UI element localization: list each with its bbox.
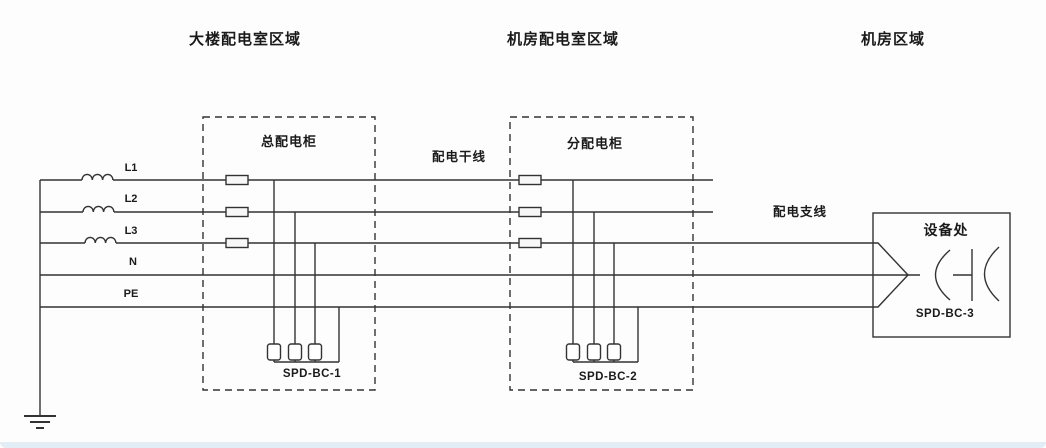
spd-modules-cabinet1 bbox=[266, 343, 323, 361]
fuse-icon bbox=[518, 206, 542, 218]
spd-module-icon bbox=[307, 343, 323, 361]
inductor-icon bbox=[82, 205, 115, 213]
sub-cabinet-title: 分配电柜 bbox=[566, 136, 623, 151]
spd-modules-cabinet2 bbox=[565, 343, 622, 361]
spd-module-icon bbox=[606, 343, 622, 361]
spd-drops-cabinet2 bbox=[572, 180, 639, 363]
wire-l3 bbox=[116, 242, 909, 276]
fuse-icon bbox=[225, 237, 249, 249]
main-cabinet-box bbox=[202, 116, 376, 391]
ground-icon bbox=[24, 415, 56, 429]
wire-pe bbox=[40, 274, 909, 308]
connector-symbol-icon bbox=[934, 246, 1000, 302]
spd-label-2: SPD-BC-2 bbox=[578, 371, 638, 383]
sub-cabinet-box bbox=[509, 116, 694, 391]
spd-module-icon bbox=[287, 343, 303, 361]
trunk-line-label: 配电干线 bbox=[431, 150, 486, 164]
fuse-icons-cabinet2 bbox=[518, 174, 542, 249]
fuse-icon bbox=[225, 174, 249, 186]
wire-label-l1: L1 bbox=[124, 162, 138, 174]
fuse-icons-cabinet1 bbox=[225, 174, 249, 249]
equipment-box bbox=[872, 212, 1011, 338]
bottom-edge-strip bbox=[0, 442, 1046, 448]
spd-drops-cabinet1 bbox=[273, 180, 340, 363]
spd-label-3: SPD-BC-3 bbox=[915, 308, 975, 320]
wire-label-l2: L2 bbox=[124, 193, 138, 205]
spd-module-icon bbox=[586, 343, 602, 361]
equipment-title: 设备处 bbox=[923, 222, 969, 238]
wire-label-l3: L3 bbox=[124, 225, 138, 237]
inductor-icon bbox=[81, 173, 114, 181]
region-label-building-power-room: 大楼配电室区域 bbox=[188, 31, 301, 48]
wire-label-n: N bbox=[129, 256, 137, 268]
inductor-icon bbox=[84, 236, 117, 244]
spd-module-icon bbox=[565, 343, 581, 361]
diagram-lines-group bbox=[24, 116, 1011, 429]
region-label-machine-room: 机房区域 bbox=[860, 31, 925, 48]
main-cabinet-title: 总配电柜 bbox=[260, 134, 317, 149]
fuse-icon bbox=[225, 206, 249, 218]
spd-label-1: SPD-BC-1 bbox=[282, 368, 342, 380]
fuse-icon bbox=[518, 174, 542, 186]
fuse-icon bbox=[518, 237, 542, 249]
spd-module-icon bbox=[266, 343, 282, 361]
branch-line-label: 配电支线 bbox=[772, 205, 827, 219]
region-label-machine-room-power: 机房配电室区域 bbox=[506, 31, 619, 48]
wire-label-pe: PE bbox=[123, 288, 139, 300]
